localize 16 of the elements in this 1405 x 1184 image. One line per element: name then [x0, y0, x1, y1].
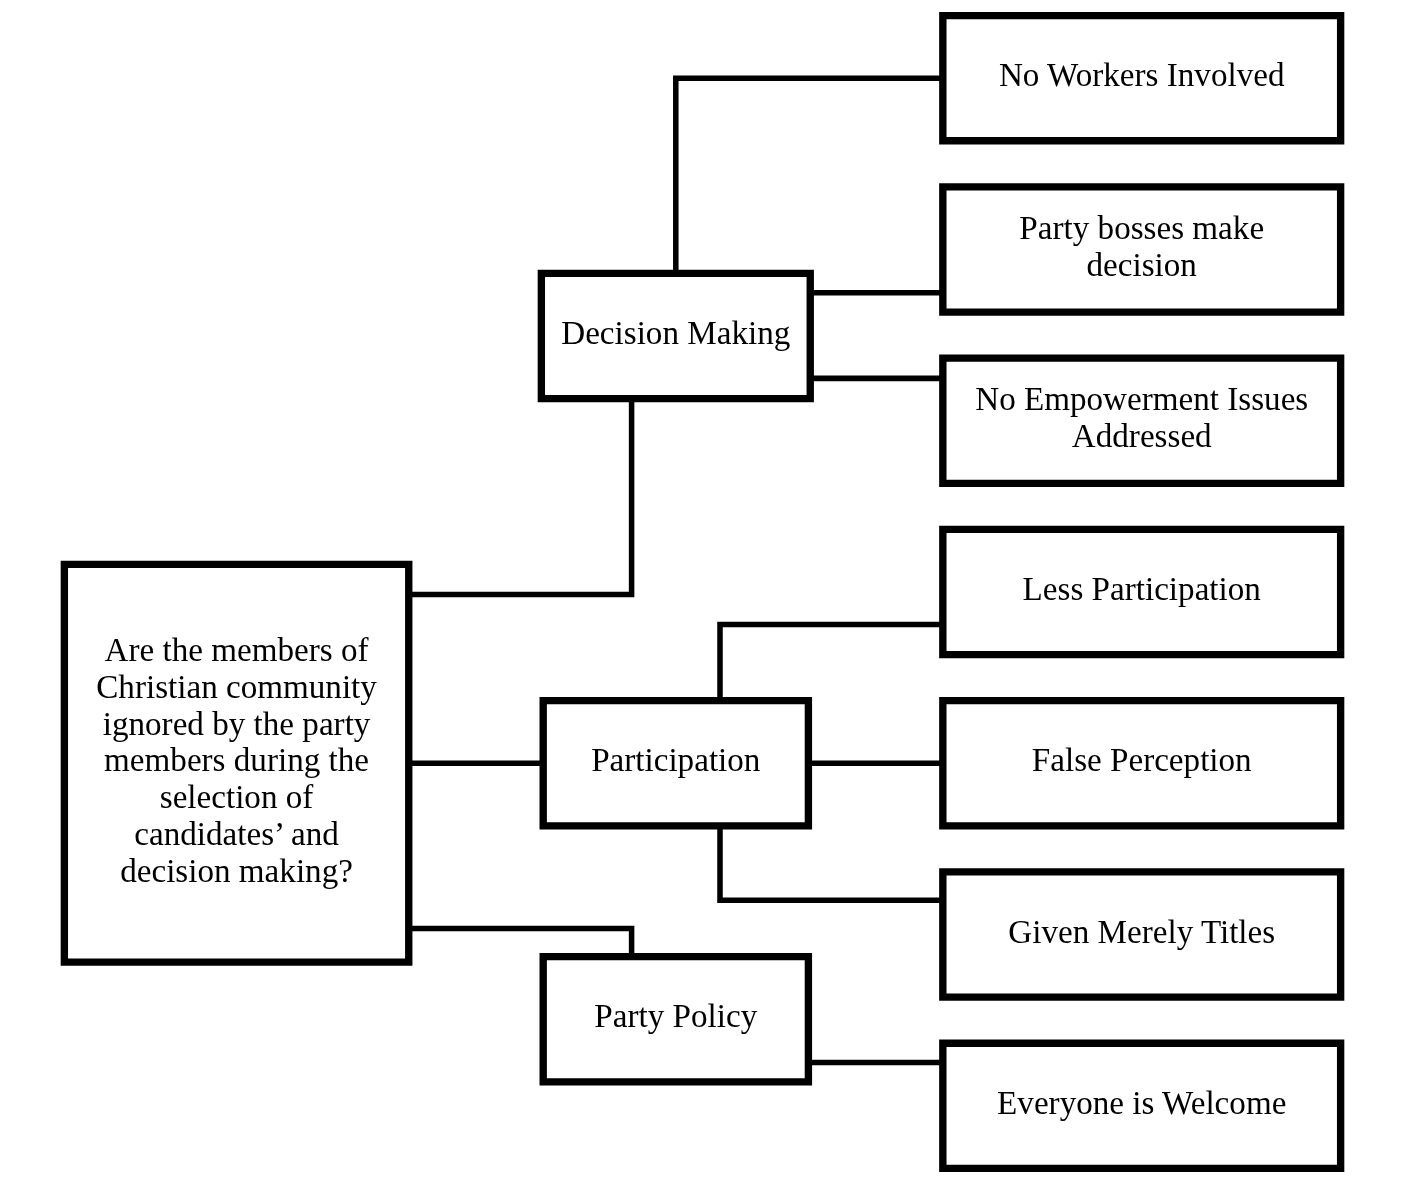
node-box: No Workers Involved [939, 11, 1345, 145]
connector [717, 826, 943, 903]
node-box: Everyone is Welcome [939, 1039, 1345, 1173]
node-box: Are the members of Christian community ignored by the party members during the selection of candidates’ and decision making? [60, 560, 413, 966]
node-box: Participation [539, 696, 813, 830]
connector [810, 289, 943, 296]
node-box: Less Participation [939, 525, 1345, 659]
node-box: Given Merely Titles [939, 868, 1345, 1001]
node-box: Party bosses make decision [939, 183, 1345, 316]
connector [810, 375, 943, 382]
connector [673, 75, 943, 273]
node-box: Party Policy [539, 952, 813, 1086]
node-box: No Empowerment Issues Addressed [939, 354, 1345, 488]
node-box: False Perception [939, 696, 1345, 830]
node-box: Decision Making [537, 269, 814, 403]
connector [409, 399, 635, 598]
